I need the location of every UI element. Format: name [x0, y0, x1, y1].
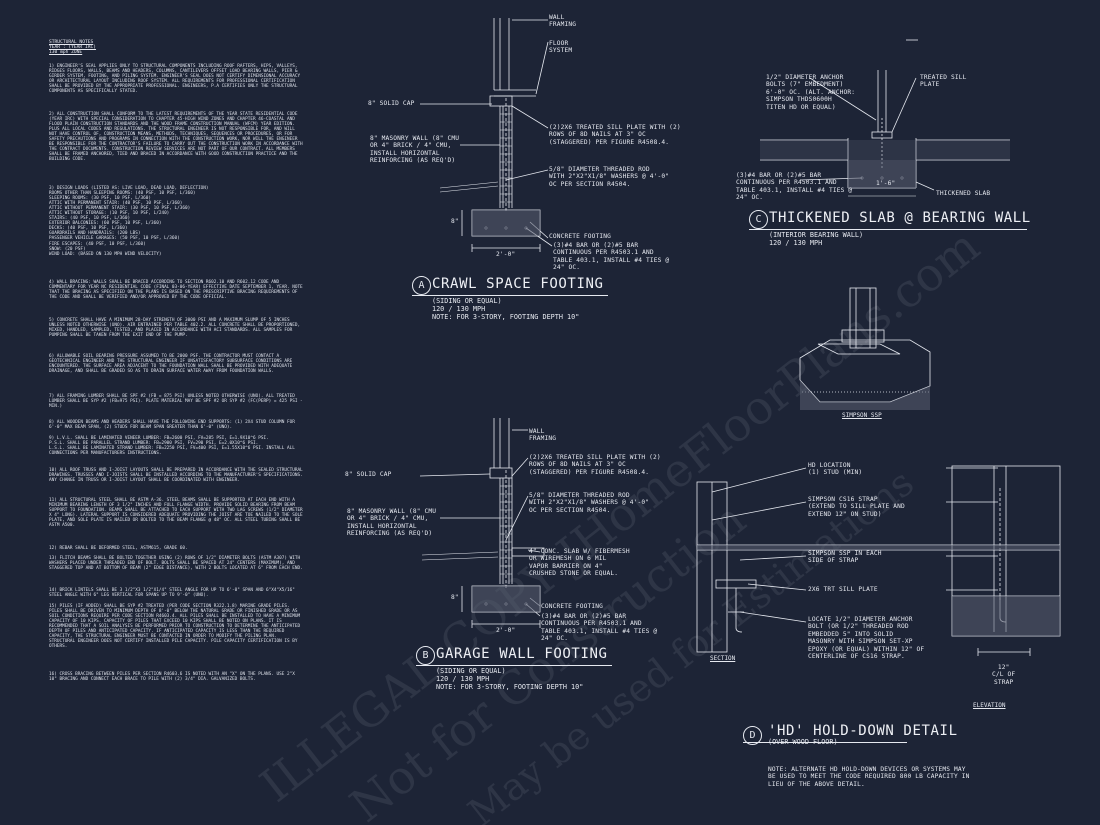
detail-a-title: CRAWL SPACE FOOTING [432, 276, 604, 292]
label-hd-location: HD LOCATION (1) STUD (MIN) [808, 462, 863, 477]
note-10: 10) ALL ROOF TRUSS AND I-JOIST LAYOUTS S… [49, 468, 303, 484]
dim-width: 2'-0" [496, 251, 516, 258]
note-12: 12) REBAR SHALL BE DEFORMED STEEL, ASTM6… [49, 546, 188, 551]
note-14: 14) BRICK LINTELS SHALL BE 3 1/2"x3 1/2"… [49, 588, 295, 599]
label-cs16-strap: SIMPSON CS16 STRAP (EXTEND TO SILL PLATE… [808, 496, 905, 518]
detail-b-marker: B [416, 646, 435, 665]
note-4: 4) WALL BRACING: WALLS SHALL BE BRACED A… [49, 280, 303, 301]
caption-elevation: ELEVATION [973, 702, 1006, 709]
label-threaded-rod: 5/8" DIAMETER THREADED ROD WITH 2"x2"x1/… [549, 166, 670, 188]
detail-d-title: 'HD' HOLD-DOWN DETAIL [768, 723, 958, 739]
caption-section: SECTION [710, 655, 736, 662]
detail-b-title: GARAGE WALL FOOTING [436, 646, 608, 662]
detail-b-sub-1: (SIDING OR EQUAL) [436, 667, 506, 675]
detail-d-title-underline [743, 742, 907, 743]
note-2: 2) ALL CONSTRUCTION SHALL CONFORM TO THE… [49, 112, 303, 163]
detail-c-sub-1: (INTERIOR BEARING WALL) [769, 231, 864, 239]
dim-c: 1'-6" [876, 180, 896, 187]
detail-a-marker: A [412, 276, 431, 295]
note-1: 1) ENGINEER'S SEAL APPLIES ONLY TO STRUC… [49, 64, 301, 95]
note-11: 11) ALL STRUCTURAL STEEL SHALL BE ASTM A… [49, 498, 303, 529]
dim-width-b: 2'-0" [496, 627, 516, 634]
note-7: 7) ALL FRAMING LUMBER SHALL BE SPF #2 (F… [49, 394, 303, 410]
label-ssp: SIMPSON SSP IN EACH SIDE OF STRAP [808, 550, 882, 565]
note-6: 6) ALLOWABLE SOIL BEARING PRESSURE ASSUM… [49, 354, 293, 375]
dim-depth-b: 8" [451, 594, 459, 601]
detail-a-sub-2: 120 / 130 MPH [432, 305, 486, 313]
label-masonry-wall-b: 8" MASONRY WALL (8" CMU OR 4" BRICK / 4"… [347, 508, 437, 538]
label-locate-anchor: LOCATE 1/2" DIAMETER ANCHOR BOLT (OR 1/2… [808, 616, 925, 661]
label-slab-b: 4" CONC. SLAB w/ FIBERMESH OR WIREMESH O… [529, 548, 630, 578]
simpson-ssp-caption: SIMPSON SSP [842, 412, 882, 419]
detail-a-sub-1: (SIDING OR EQUAL) [432, 297, 502, 305]
label-trt-sill: 2x6 TRT SILL PLATE [808, 586, 878, 593]
detail-b-title-underline [416, 665, 612, 666]
label-anchor-bolts: 1/2" DIAMETER ANCHOR BOLTS (7" EMBEDMENT… [766, 74, 856, 111]
detail-c-marker: C [749, 210, 768, 229]
detail-b-sub-3: NOTE: FOR 3-STORY, FOOTING DEPTH 10" [436, 683, 584, 691]
detail-d-note: NOTE: ALTERNATE HD HOLD-DOWN DEVICES OR … [768, 766, 970, 788]
label-solid-cap-b: 8" SOLID CAP [345, 471, 392, 478]
label-floor-system: FLOOR SYSTEM [549, 40, 573, 55]
dim-depth: 8" [451, 218, 459, 225]
label-sill-plate: (2)2x6 TREATED SILL PLATE WITH (2) ROWS … [549, 124, 681, 146]
detail-d-sub-1: (OVER WOOD FLOOR) [768, 738, 838, 746]
detail-d-marker: D [743, 726, 762, 745]
label-solid-cap: 8" SOLID CAP [368, 100, 415, 107]
note-9: 9) L.V.L. SHALL BE LAMINATED VENEER LUMB… [49, 436, 295, 457]
label-concrete-footing-b: CONCRETE FOOTING [541, 603, 604, 610]
detail-c-title-underline [749, 229, 1027, 230]
label-wall-framing: WALL FRAMING [549, 14, 577, 29]
label-treated-sill: TREATED SILL PLATE [920, 74, 967, 89]
detail-c-title: THICKENED SLAB @ BEARING WALL [769, 210, 1031, 226]
detail-a-sub-3: NOTE: FOR 3-STORY, FOOTING DEPTH 10" [432, 313, 580, 321]
label-concrete-footing: CONCRETE FOOTING [549, 233, 612, 240]
notes-heading-1: STRUCTURAL NOTES [49, 40, 94, 45]
notes-heading-2: YEAR : (YEAR IRC) [49, 45, 97, 50]
label-sill-plate-b: (2)2x6 TREATED SILL PLATE WITH (2) ROWS … [529, 454, 661, 476]
label-bars: (3)#4 BAR OR (2)#5 BAR CONTINUOUS PER R4… [553, 242, 670, 272]
note-13: 13) FLITCH BEAMS SHALL BE BOLTED TOGETHE… [49, 556, 303, 572]
note-8: 8) ALL WOODEN BEAMS AND HEADERS SHALL HA… [49, 420, 295, 431]
label-threaded-rod-b: 5/8" DIAMETER THREADED ROD WITH 2"x2"x1/… [529, 492, 650, 514]
label-masonry-wall: 8" MASONRY WALL (8" CMU OR 4" BRICK / 4"… [370, 135, 460, 165]
note-16: 16) CROSS BRACING BETWEEN PILES PER SECT… [49, 672, 295, 683]
detail-a-title-underline [412, 295, 608, 296]
note-5: 5) CONCRETE SHALL HAVE A MINIMUM 28-DAY … [49, 318, 301, 339]
label-thickened-slab: THICKENED SLAB [936, 190, 991, 197]
label-bars-c: (3)#4 BAR OR (2)#5 BAR CONTINUOUS PER R4… [736, 172, 853, 202]
detail-b-sub-2: 120 / 130 MPH [436, 675, 490, 683]
label-wall-framing-b: WALL FRAMING [529, 428, 557, 443]
detail-c-sub-2: 120 / 130 MPH [769, 239, 823, 247]
note-15: 15) PILES (IF ADDED) SHALL BE SYP #2 TRE… [49, 604, 301, 650]
notes-heading-3: 130 mph ZONE [49, 50, 83, 55]
label-bars-b: (3)#4 BAR OR (2)#5 BAR CONTINUOUS PER R4… [541, 613, 658, 643]
dim-strap: 12" C/L OF STRAP [992, 664, 1016, 686]
note-3: 3) DESIGN LOADS (LISTED AS: LIVE LOAD, D… [49, 186, 209, 257]
